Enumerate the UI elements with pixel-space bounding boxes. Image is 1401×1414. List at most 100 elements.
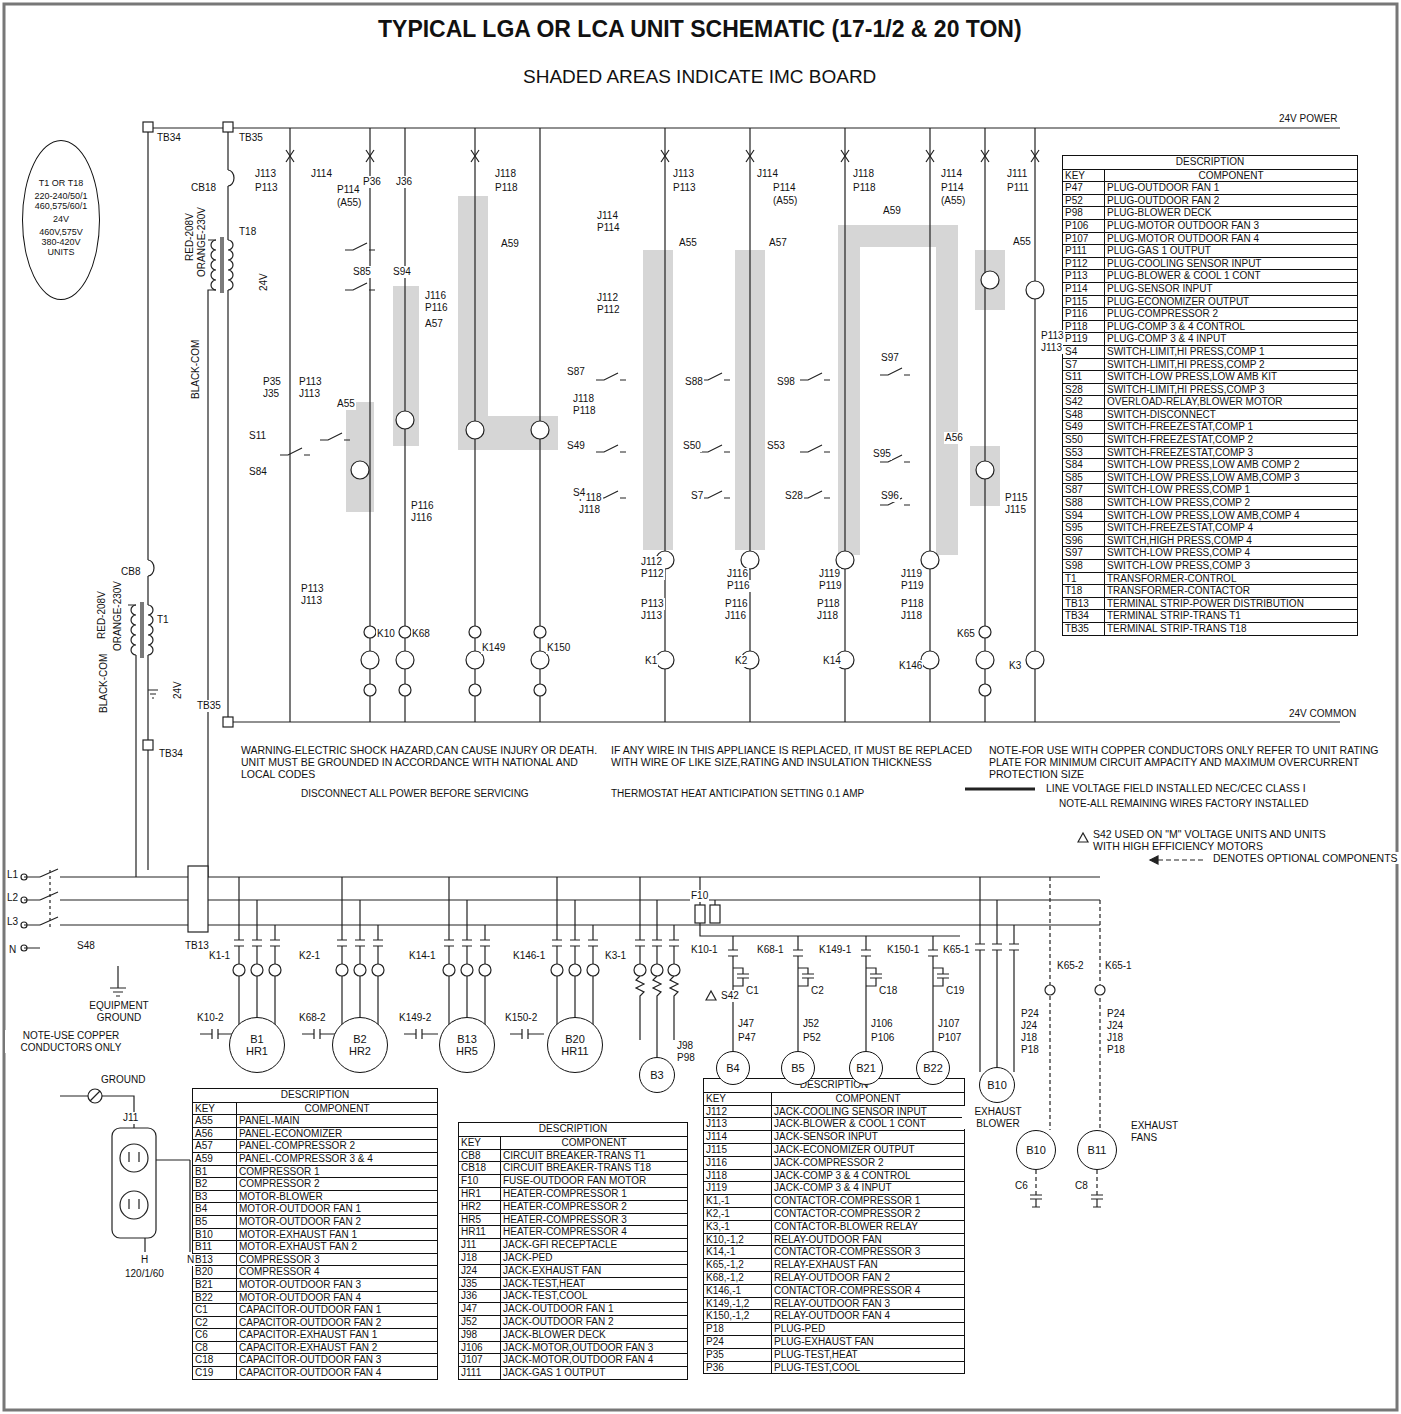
component-cell: PLUG-COMP 3 & 4 CONTROL — [1105, 321, 1357, 333]
component-cell: SWITCH-FREEZESTAT,COMP 3 — [1105, 447, 1357, 459]
part-label: S4 — [572, 487, 586, 499]
key-cell: C2 — [193, 1317, 237, 1329]
part-label: TB34 — [156, 132, 182, 144]
part-label: K14-1 — [408, 950, 437, 962]
key-cell: S84 — [1063, 459, 1105, 471]
part-label: P24 — [1020, 1008, 1040, 1020]
component-cell: HEATER-COMPRESSOR 3 — [501, 1214, 687, 1226]
key-cell: J119 — [704, 1182, 772, 1194]
part-label: K3 — [1008, 660, 1022, 672]
part-label: K150-1 — [886, 944, 920, 956]
part-label: J106 — [870, 1018, 894, 1030]
key-cell: J11 — [459, 1239, 501, 1251]
key-cell: P52 — [1063, 195, 1105, 207]
key-cell: T1 — [1063, 573, 1105, 585]
component-cell: JACK-MOTOR,OUTDOOR FAN 4 — [501, 1354, 687, 1366]
table-row: CB18CIRCUIT BREAKER-TRANS T18 — [459, 1161, 687, 1174]
description-table: DESCRIPTIONKEYCOMPONENTP47PLUG-OUTDOOR F… — [1062, 155, 1358, 636]
component-cell: JACK-BLOWER & COOL 1 CONT — [772, 1118, 964, 1130]
table-row: S94SWITCH-LOW PRESS,LOW AMB,COMP 4 — [1063, 509, 1357, 522]
part-label: P36 — [362, 176, 382, 188]
table-row: F10FUSE-OUTDOOR FAN MOTOR — [459, 1174, 687, 1187]
part-label: P112 — [640, 568, 665, 580]
component-cell: MOTOR-OUTDOOR FAN 2 — [237, 1216, 437, 1228]
key-cell: S50 — [1063, 434, 1105, 446]
component-cell: HEATER-COMPRESSOR 4 — [501, 1226, 687, 1238]
table-row: B2COMPRESSOR 2 — [193, 1177, 437, 1190]
table-row: P112PLUG-COOLING SENSOR INPUT — [1063, 257, 1357, 270]
part-label: P113 — [300, 583, 325, 595]
key-cell: K150,-1,2 — [704, 1310, 772, 1322]
component-cell: TERMINAL STRIP-TRANS T18 — [1105, 623, 1357, 635]
table-row: K1,-1CONTACTOR-COMPRESSOR 1 — [704, 1194, 964, 1207]
key-cell: S11 — [1063, 371, 1105, 383]
component-cell: COMPONENT — [772, 1093, 964, 1105]
table-row: J35JACK-TEST,HEAT — [459, 1277, 687, 1290]
table-row: P106PLUG-MOTOR OUTDOOR FAN 3 — [1063, 219, 1357, 232]
component-cell: MOTOR-OUTDOOR FAN 3 — [237, 1279, 437, 1291]
component-cell: SWITCH-LIMIT,HI PRESS,COMP 1 — [1105, 346, 1357, 358]
key-cell: B20 — [193, 1266, 237, 1278]
part-label: A59 — [500, 238, 520, 250]
table-row: S49SWITCH-FREEZESTAT,COMP 1 — [1063, 420, 1357, 433]
component-cell: JACK-MOTOR,OUTDOOR FAN 3 — [501, 1342, 687, 1354]
table-row: B4MOTOR-OUTDOOR FAN 1 — [193, 1202, 437, 1215]
motor-circle: B10 — [1016, 1130, 1056, 1170]
key-cell: A59 — [193, 1153, 237, 1165]
part-label: J113 — [298, 388, 321, 400]
key-cell: J118 — [704, 1170, 772, 1182]
key-cell: P35 — [704, 1349, 772, 1361]
key-cell: HR5 — [459, 1214, 501, 1226]
table-row: T1TRANSFORMER-CONTROL — [1063, 572, 1357, 585]
node-text: 24V — [53, 215, 69, 225]
node-text: 220-240/50/1 460,575/60/1 — [30, 192, 92, 212]
table-row: K14,-1CONTACTOR-COMPRESSOR 3 — [704, 1245, 964, 1258]
part-label: K2-1 — [298, 950, 321, 962]
table-row: P111PLUG-GAS 1 OUTPUT — [1063, 244, 1357, 257]
table-row: S87SWITCH-LOW PRESS,COMP 1 — [1063, 483, 1357, 496]
part-label: J115 — [1004, 504, 1027, 516]
key-cell: K14,-1 — [704, 1246, 772, 1258]
part-label: K146 — [898, 660, 923, 672]
part-label: K65-2 — [1056, 960, 1085, 972]
table-row: S28SWITCH-LIMIT,HI PRESS,COMP 3 — [1063, 383, 1357, 396]
component-cell: CAPACITOR-EXHAUST FAN 1 — [237, 1329, 437, 1341]
part-label: S98 — [776, 376, 796, 388]
key-cell: S49 — [1063, 421, 1105, 433]
component-cell: PANEL-COMPRESSOR 2 — [237, 1140, 437, 1152]
part-label: J98 — [676, 1040, 694, 1052]
table-row: K10,-1,2RELAY-OUTDOOR FAN — [704, 1233, 964, 1246]
component-cell: JACK-EXHAUST FAN — [501, 1265, 687, 1277]
part-label: J118 — [494, 168, 517, 180]
note-text: NOTE-USE COPPER CONDUCTORS ONLY — [5, 1030, 137, 1053]
part-label: P118 — [852, 182, 877, 194]
part-label: 24V POWER — [1278, 113, 1338, 125]
table-row: S50SWITCH-FREEZESTAT,COMP 2 — [1063, 433, 1357, 446]
table-row: S53SWITCH-FREEZESTAT,COMP 3 — [1063, 446, 1357, 459]
key-cell: P113 — [1063, 270, 1105, 282]
table-row: TB34TERMINAL STRIP-TRANS T1 — [1063, 609, 1357, 622]
component-cell: MOTOR-OUTDOOR FAN 1 — [237, 1203, 437, 1215]
part-label: (A55) — [940, 195, 966, 207]
part-label: SHADED AREAS INDICATE IMC BOARD — [522, 66, 877, 88]
part-label: J113 — [300, 595, 323, 607]
component-cell: COMPONENT — [1105, 170, 1357, 182]
part-label: A55 — [336, 398, 356, 410]
component-cell: TERMINAL STRIP-TRANS T1 — [1105, 610, 1357, 622]
table-row: J11JACK-GFI RECEPTACLE — [459, 1238, 687, 1251]
description-table: DESCRIPTIONKEYCOMPONENTA55PANEL-MAINA56P… — [192, 1088, 438, 1380]
component-cell: PLUG-COOLING SENSOR INPUT — [1105, 258, 1357, 270]
component-cell: JACK-TEST,HEAT — [501, 1278, 687, 1290]
node-text: B1 — [250, 1033, 263, 1045]
legend-text: DENOTES OPTIONAL COMPONENTS — [1212, 852, 1399, 864]
table-row: P114PLUG-SENSOR INPUT — [1063, 282, 1357, 295]
part-label: BLACK-COM — [98, 653, 110, 714]
table-row: K150,-1,2RELAY-OUTDOOR FAN 4 — [704, 1309, 964, 1322]
table-row: K149,-1,2RELAY-OUTDOOR FAN 3 — [704, 1297, 964, 1310]
table-header: DESCRIPTION — [1063, 156, 1357, 169]
key-cell: P119 — [1063, 333, 1105, 345]
part-label: P114 — [596, 222, 621, 234]
table-row: A59PANEL-COMPRESSOR 3 & 4 — [193, 1152, 437, 1165]
table-row: P35PLUG-TEST,HEAT — [704, 1348, 964, 1361]
node-text: B4 — [726, 1062, 739, 1074]
